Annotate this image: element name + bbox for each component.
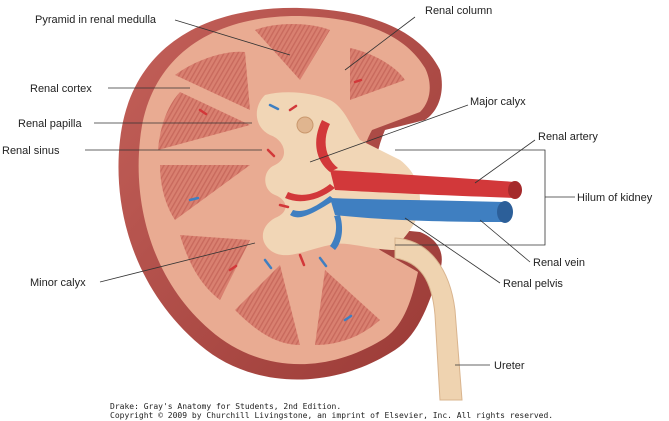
ureter-tube — [394, 237, 463, 401]
label-renal-sinus: Renal sinus — [2, 145, 60, 157]
label-renal-column: Renal column — [425, 5, 492, 17]
label-renal-cortex: Renal cortex — [30, 83, 92, 95]
calyx-opening — [296, 116, 314, 134]
credit-line-2: Copyright © 2009 by Churchill Livingston… — [110, 411, 554, 420]
leader-lines — [85, 16, 536, 366]
renal-vein-vessel — [290, 196, 513, 250]
hilum-bracket — [395, 149, 546, 246]
renal-artery-vessel — [285, 120, 522, 202]
label-pyramid: Pyramid in renal medulla — [35, 14, 157, 26]
label-renal-artery: Renal artery — [538, 131, 598, 143]
label-ureter: Ureter — [494, 360, 525, 372]
small-vessels — [188, 78, 363, 322]
label-minor-calyx: Minor calyx — [30, 277, 86, 289]
label-major-calyx: Major calyx — [470, 96, 526, 108]
label-hilum: Hilum of kidney — [577, 192, 653, 204]
renal-pyramids — [158, 24, 405, 345]
credit-line-1: Drake: Gray's Anatomy for Students, 2nd … — [110, 402, 342, 411]
label-renal-pelvis: Renal pelvis — [503, 278, 563, 290]
label-renal-papilla: Renal papilla — [18, 118, 82, 130]
label-renal-vein: Renal vein — [533, 257, 585, 269]
credit-block: Drake: Gray's Anatomy for Students, 2nd … — [110, 402, 553, 420]
